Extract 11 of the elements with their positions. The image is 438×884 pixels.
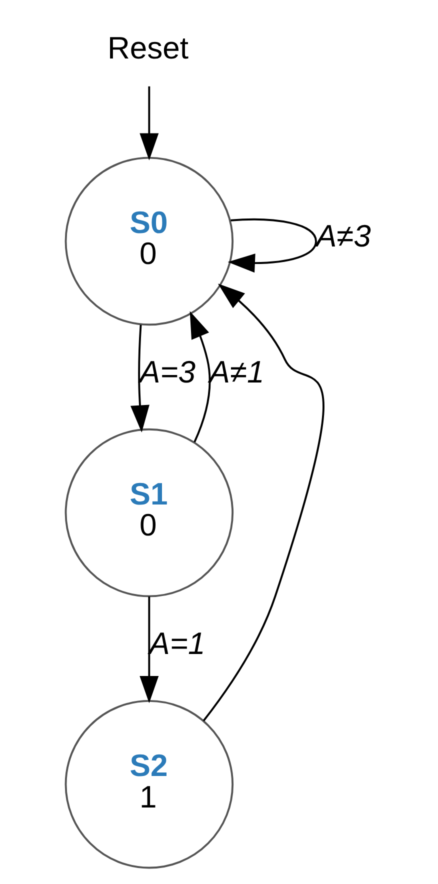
arrow — [202, 284, 324, 722]
arrow — [140, 86, 159, 160]
arrow — [130, 324, 150, 432]
node-circle: S2 1 — [64, 700, 234, 869]
arrow — [140, 596, 159, 704]
node-circle: S1 0 — [64, 428, 234, 598]
arrow — [228, 218, 317, 273]
node-circle: S0 0 — [64, 156, 234, 326]
edge-label: A≠3 — [316, 218, 371, 254]
arrow — [190, 311, 211, 442]
node-text: Reset — [107, 30, 188, 66]
